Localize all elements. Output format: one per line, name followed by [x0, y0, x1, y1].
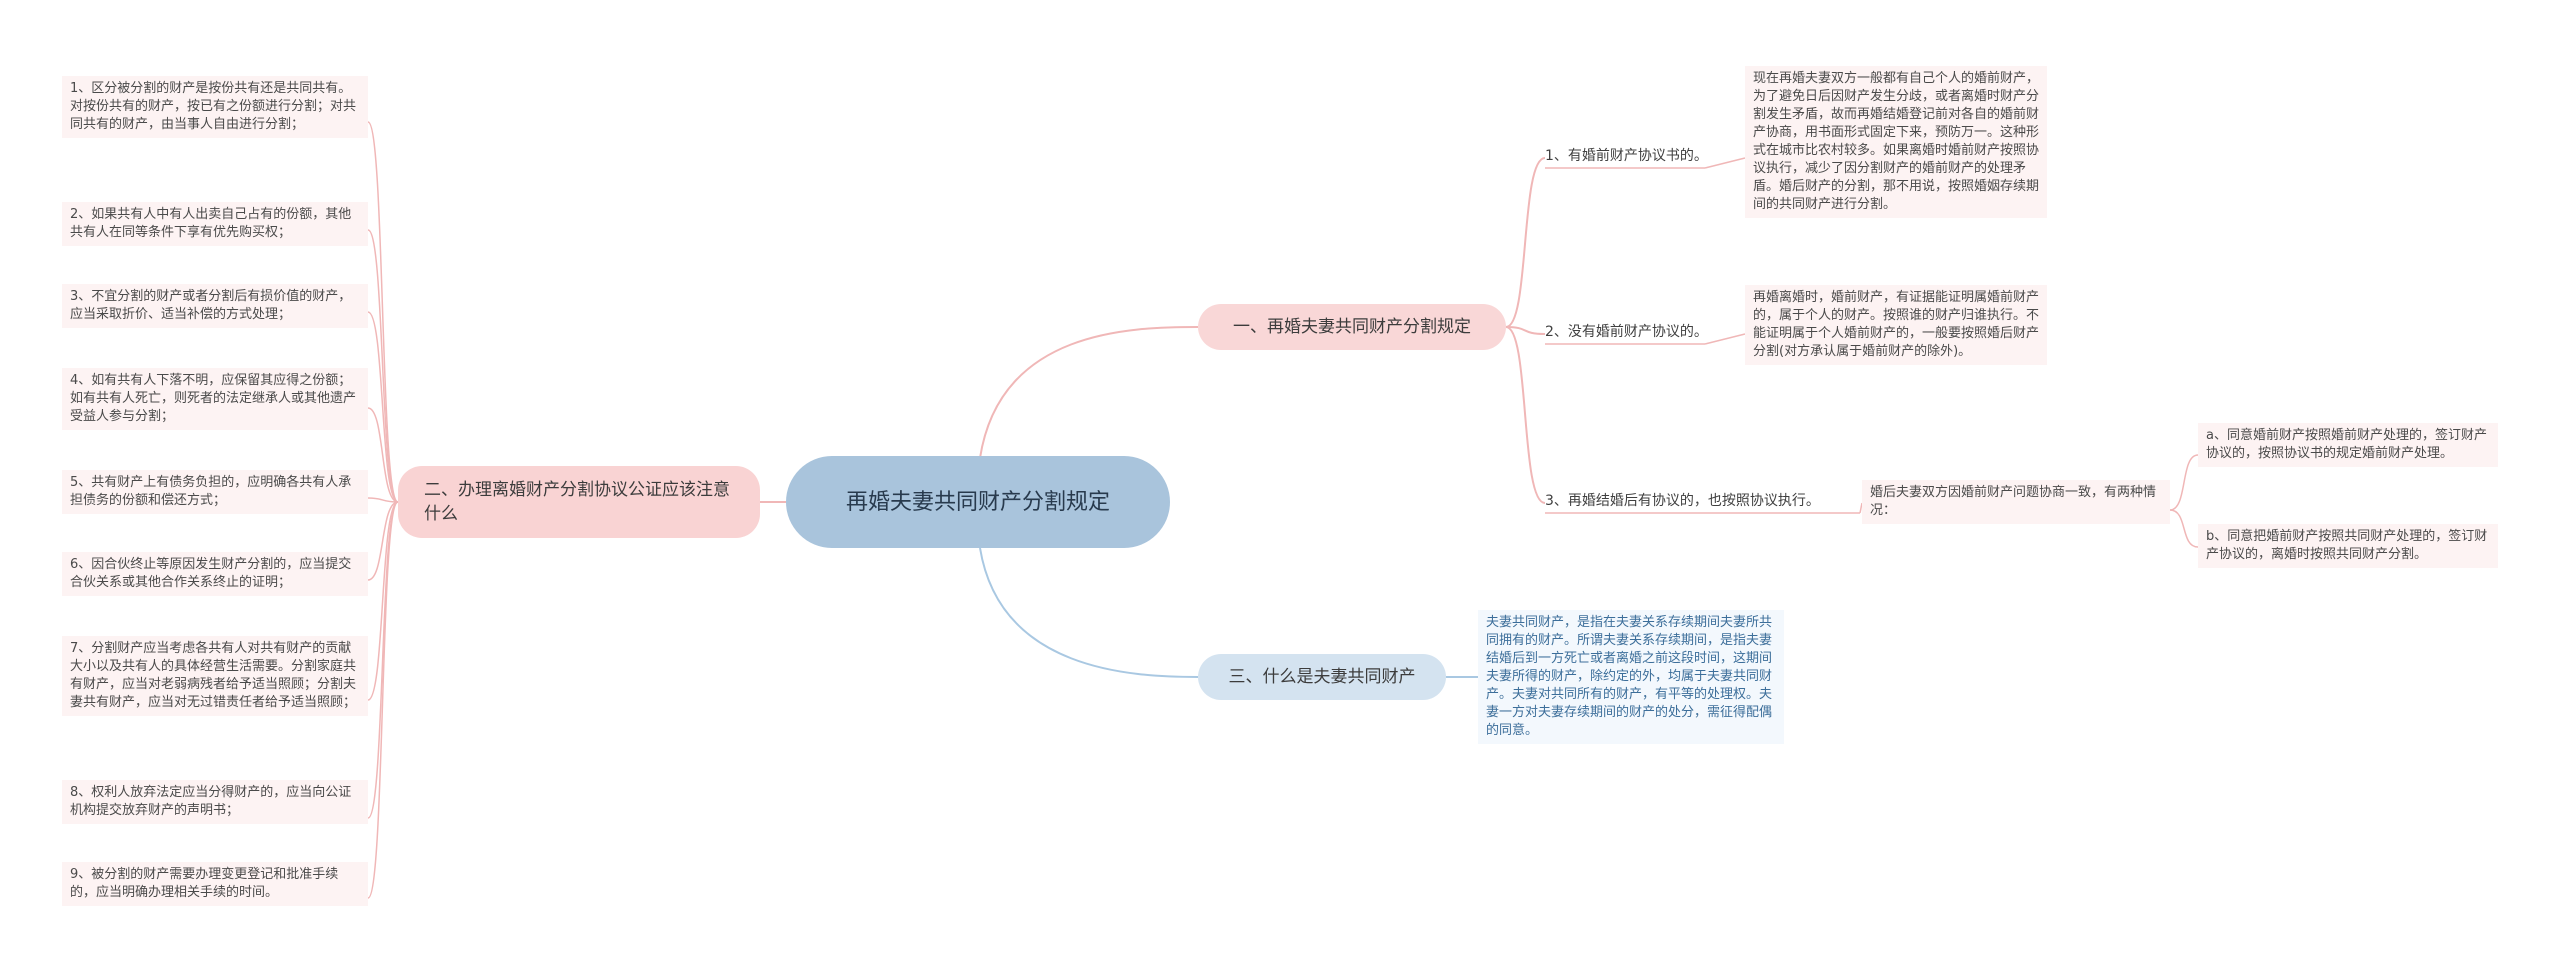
b1-item-1[interactable]: 1、有婚前财产协议书的。: [1545, 148, 1708, 164]
b2-leaf-links: [367, 121, 399, 899]
b2-leaf-4: 4、如有共有人下落不明，应保留其应得之份额；如有共有人死亡，则死者的法定继承人或…: [62, 368, 368, 430]
b1-item-2[interactable]: 2、没有婚前财产协议的。: [1545, 324, 1708, 340]
root-topic[interactable]: 再婚夫妻共同财产分割规定: [786, 456, 1170, 548]
b2-leaf-6: 6、因合伙终止等原因发生财产分割的，应当提交合伙关系或其他合作关系终止的证明；: [62, 552, 368, 596]
branch-remarriage-property-rules[interactable]: 一、再婚夫妻共同财产分割规定: [1198, 304, 1506, 350]
link-b1-s3: [1505, 326, 1546, 504]
link-s3-opt-a: [2169, 454, 2199, 511]
b1-item-1-detail: 现在再婚夫妻双方一般都有自己个人的婚前财产，为了避免日后因财产发生分歧，或者离婚…: [1745, 66, 2047, 218]
b3-detail: 夫妻共同财产，是指在夫妻关系存续期间夫妻所共同拥有的财产。所谓夫妻关系存续期间，…: [1478, 610, 1784, 744]
link-s2-detail: [1704, 333, 1746, 345]
b2-leaf-8: 8、权利人放弃法定应当分得财产的，应当向公证机构提交放弃财产的声明书；: [62, 780, 368, 824]
b1-item-3-detail: 婚后夫妻双方因婚前财产问题协商一致，有两种情况：: [1862, 480, 2170, 524]
b2-leaf-9: 9、被分割的财产需要办理变更登记和批准手续的，应当明确办理相关手续的时间。: [62, 862, 368, 906]
b1-item-3-option-b: b、同意把婚前财产按照共同财产处理的，签订财产协议的，离婚时按照共同财产分割。: [2198, 524, 2498, 568]
b2-leaf-1: 1、区分被分割的财产是按份共有还是共同共有。对按份共有的财产，按已有之份额进行分…: [62, 76, 368, 138]
b1-item-3[interactable]: 3、再婚结婚后有协议的，也按照协议执行。: [1545, 493, 1820, 509]
link-s1-detail: [1704, 157, 1746, 169]
link-s3-detail: [1859, 502, 1863, 514]
b2-leaf-2: 2、如果共有人中有人出卖自己占有的份额，其他共有人在同等条件下享有优先购买权；: [62, 202, 368, 246]
link-root-b1: [979, 326, 1199, 459]
link-root-b3: [979, 547, 1199, 678]
b2-leaf-3: 3、不宜分割的财产或者分割后有损价值的财产，应当采取折价、适当补偿的方式处理；: [62, 284, 368, 328]
branch-what-is-joint-property[interactable]: 三、什么是夫妻共同财产: [1198, 654, 1446, 700]
b1-item-2-detail: 再婚离婚时，婚前财产，有证据能证明属婚前财产的，属于个人的财产。按照谁的财产归谁…: [1745, 285, 2047, 365]
link-b1-s2: [1505, 326, 1546, 335]
branch-notarization-notes[interactable]: 二、办理离婚财产分割协议公证应该注意什么: [398, 466, 760, 538]
b2-leaf-5: 5、共有财产上有债务负担的，应明确各共有人承担债务的份额和偿还方式；: [62, 470, 368, 514]
link-b1-s1: [1505, 157, 1546, 328]
b1-item-3-option-a: a、同意婚前财产按照婚前财产处理的，签订财产协议的，按照协议书的规定婚前财产处理…: [2198, 423, 2498, 467]
link-s3-opt-b: [2169, 509, 2199, 548]
b2-leaf-7: 7、分割财产应当考虑各共有人对共有财产的贡献大小以及共有人的具体经营生活需要。分…: [62, 636, 368, 716]
